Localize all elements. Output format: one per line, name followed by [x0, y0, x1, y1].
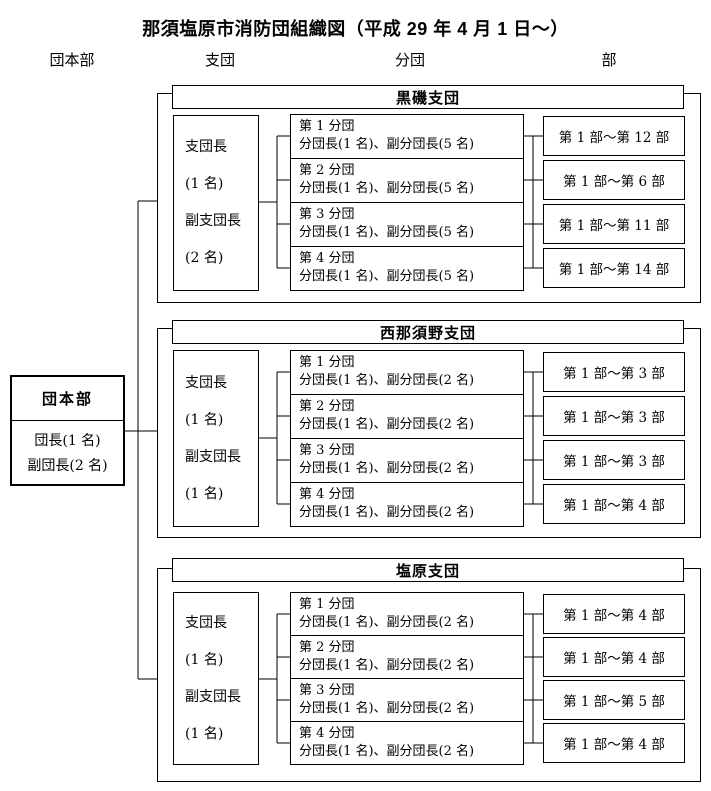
leader-line: 支団長: [185, 614, 227, 631]
unit-name: 第 4 分団: [299, 487, 355, 502]
section3-right-ladder: [523, 613, 543, 744]
section1-right-ladder: [523, 135, 543, 269]
part-box: 第 1 部～第 4 部: [543, 594, 685, 634]
leader-line: 副支団長: [185, 213, 241, 229]
unit-staff: 分団長(1 名)、副分団長(5 名): [299, 225, 475, 240]
hq-chief-line: 団長(1 名): [34, 432, 101, 449]
unit-name: 第 2 分団: [299, 163, 355, 178]
column-header-shidan: 支団: [204, 52, 236, 69]
part-box: 第 1 部～第 6 部: [543, 160, 685, 200]
unit-staff: 分団長(1 名)、副分団長(5 名): [299, 269, 475, 284]
unit-staff: 分団長(1 名)、副分団長(5 名): [299, 181, 475, 196]
unit-staff: 分団長(1 名)、副分団長(5 名): [299, 137, 475, 152]
unit-staff: 分団長(1 名)、副分団長(2 名): [299, 615, 475, 630]
section-title-kuroiso: 黒磯支団: [172, 85, 684, 109]
unit-name: 第 4 分団: [299, 726, 355, 741]
unit-staff: 分団長(1 名)、副分団長(2 名): [299, 701, 475, 716]
section-leader-box-nishinasuno: 支団長 (1 名) 副支団長 (1 名): [173, 350, 259, 527]
part-box: 第 1 部～第 3 部: [543, 352, 685, 392]
section2-right-ladder: [523, 371, 543, 505]
unit-box: 第 4 分団 分団長(1 名)、副分団長(2 名): [290, 482, 524, 527]
headquarters-box: 団本部 団長(1 名) 副団長(2 名): [10, 375, 125, 486]
leader-line: 支団長: [185, 139, 227, 155]
hq-trunk-line: [124, 200, 158, 680]
column-header-bu: 部: [601, 52, 617, 69]
section1-left-bracket: [258, 135, 290, 269]
part-box: 第 1 部～第 12 部: [543, 116, 685, 156]
leader-line: (1 名): [185, 411, 224, 428]
unit-box: 第 2 分団 分団長(1 名)、副分団長(2 名): [290, 394, 524, 439]
section2-left-bracket: [258, 371, 290, 505]
part-box: 第 1 部～第 5 部: [543, 680, 685, 720]
unit-staff: 分団長(1 名)、副分団長(2 名): [299, 744, 475, 759]
section3-left-bracket: [258, 613, 290, 744]
unit-name: 第 3 分団: [299, 683, 355, 698]
leader-line: 副支団長: [185, 688, 241, 705]
leader-line: 副支団長: [185, 448, 241, 465]
unit-box: 第 1 分団 分団長(1 名)、副分団長(5 名): [290, 114, 524, 159]
unit-box: 第 3 分団 分団長(1 名)、副分団長(2 名): [290, 438, 524, 483]
unit-name: 第 1 分団: [299, 355, 355, 370]
unit-staff: 分団長(1 名)、副分団長(2 名): [299, 373, 475, 388]
leader-line: (2 名): [185, 250, 224, 266]
unit-staff: 分団長(1 名)、副分団長(2 名): [299, 461, 475, 476]
unit-box: 第 1 分団 分団長(1 名)、副分団長(2 名): [290, 592, 524, 636]
unit-box: 第 2 分団 分団長(1 名)、副分団長(2 名): [290, 635, 524, 679]
leader-line: (1 名): [185, 176, 224, 192]
leader-line: 支団長: [185, 374, 227, 391]
unit-staff: 分団長(1 名)、副分団長(2 名): [299, 417, 475, 432]
unit-box: 第 4 分団 分団長(1 名)、副分団長(2 名): [290, 721, 524, 765]
unit-box: 第 3 分団 分団長(1 名)、副分団長(2 名): [290, 678, 524, 722]
unit-name: 第 1 分団: [299, 597, 355, 612]
unit-name: 第 4 分団: [299, 251, 355, 266]
section-leader-box-shiobara: 支団長 (1 名) 副支団長 (1 名): [173, 592, 259, 765]
unit-box: 第 1 分団 分団長(1 名)、副分団長(2 名): [290, 350, 524, 395]
hq-deputy-line: 副団長(2 名): [27, 457, 108, 474]
headquarters-title: 団本部: [12, 377, 123, 421]
part-box: 第 1 部～第 4 部: [543, 637, 685, 677]
part-box: 第 1 部～第 4 部: [543, 723, 685, 763]
part-box: 第 1 部～第 14 部: [543, 248, 685, 288]
unit-box: 第 3 分団 分団長(1 名)、副分団長(5 名): [290, 202, 524, 247]
leader-line: (1 名): [185, 651, 224, 668]
section-title-nishinasuno: 西那須野支団: [172, 320, 684, 344]
unit-name: 第 3 分団: [299, 443, 355, 458]
leader-line: (1 名): [185, 725, 224, 742]
part-box: 第 1 部～第 11 部: [543, 204, 685, 244]
unit-box: 第 2 分団 分団長(1 名)、副分団長(5 名): [290, 158, 524, 203]
unit-staff: 分団長(1 名)、副分団長(2 名): [299, 658, 475, 673]
part-box: 第 1 部～第 4 部: [543, 484, 685, 524]
part-box: 第 1 部～第 3 部: [543, 440, 685, 480]
unit-box: 第 4 分団 分団長(1 名)、副分団長(5 名): [290, 246, 524, 291]
unit-name: 第 2 分団: [299, 399, 355, 414]
section-title-shiobara: 塩原支団: [172, 558, 684, 582]
leader-line: (1 名): [185, 485, 224, 502]
part-box: 第 1 部～第 3 部: [543, 396, 685, 436]
section-leader-box-kuroiso: 支団長 (1 名) 副支団長 (2 名): [173, 115, 259, 291]
unit-name: 第 1 分団: [299, 119, 355, 134]
unit-staff: 分団長(1 名)、副分団長(2 名): [299, 505, 475, 520]
column-header-bundan: 分団: [394, 52, 426, 69]
unit-name: 第 3 分団: [299, 207, 355, 222]
unit-name: 第 2 分団: [299, 640, 355, 655]
page-title: 那須塩原市消防団組織図（平成 29 年 4 月 1 日～）: [142, 19, 569, 39]
column-header-honbu: 団本部: [49, 52, 95, 69]
headquarters-body: 団長(1 名) 副団長(2 名): [12, 421, 123, 485]
